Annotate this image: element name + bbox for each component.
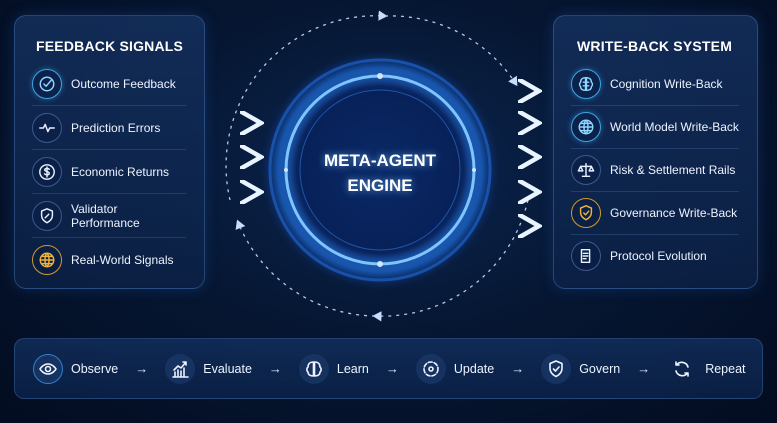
engine-glow [260, 50, 500, 290]
engine-title-line1: META-AGENT [323, 151, 437, 170]
list-item-cognition-write-back: Cognition Write-Back [571, 62, 739, 106]
globe-icon [32, 245, 62, 275]
item-label: Risk & Settlement Rails [610, 162, 736, 177]
engine-inner-ring [299, 89, 461, 251]
pulse-icon [32, 112, 62, 143]
list-item-economic-returns: Economic Returns [32, 150, 186, 194]
step-label: Learn [336, 361, 369, 376]
shield-check-icon [541, 353, 572, 384]
list-item-risk-settlement-rails: Risk & Settlement Rails [571, 148, 739, 192]
list-item-prediction-errors: Prediction Errors [32, 106, 186, 150]
arrow-right-icon: → [385, 361, 399, 376]
output-arrows [485, 91, 536, 226]
panel-title: FEEDBACK SIGNALS [36, 38, 184, 54]
list-item-protocol-evolution: Protocol Evolution [571, 234, 739, 278]
arrow-right-icon: → [268, 361, 282, 376]
shield-icon [32, 200, 62, 231]
item-label: Protocol Evolution [610, 249, 707, 263]
step-govern: Govern [541, 353, 621, 384]
panel-title: WRITE-BACK SYSTEM [577, 38, 733, 54]
write-back-system-panel: WRITE-BACK SYSTEM Cognition Write-Back W… [553, 15, 758, 289]
scales-icon [571, 154, 601, 185]
step-evaluate: Evaluate [165, 353, 252, 384]
item-label: World Model Write-Back [610, 119, 739, 134]
arrow-right-icon: → [135, 361, 149, 376]
brain-icon [298, 353, 329, 384]
item-label: Governance Write-Back [610, 205, 738, 220]
arrow-right-icon: → [511, 361, 525, 376]
engine-sparkles [284, 73, 476, 267]
item-label: Prediction Errors [71, 120, 161, 135]
item-label: Outcome Feedback [71, 76, 176, 91]
shield-check-icon [571, 197, 601, 228]
feedback-signals-panel: FEEDBACK SIGNALS Outcome Feedback Predic… [14, 15, 205, 289]
brain-icon [571, 68, 601, 99]
step-label: Govern [579, 361, 621, 376]
step-label: Observe [71, 361, 119, 376]
list-item-world-model-write-back: World Model Write-Back [571, 105, 739, 149]
cycle-dashed-ring [225, 10, 529, 322]
list-item-governance-write-back: Governance Write-Back [571, 191, 739, 235]
list-item-outcome-feedback: Outcome Feedback [32, 62, 186, 106]
list-item-validator-performance: Validator Performance [32, 194, 186, 238]
check-circle-icon [32, 68, 62, 99]
globe-icon [571, 111, 601, 142]
step-label: Repeat [705, 361, 746, 376]
item-label: Cognition Write-Back [610, 76, 723, 91]
document-icon [571, 241, 601, 271]
step-learn: Learn [298, 353, 369, 384]
item-label: Real-World Signals [71, 253, 174, 267]
list-item-real-world-signals: Real-World Signals [32, 238, 186, 282]
input-arrows [214, 123, 258, 192]
engine-title: META-AGENT ENGINE [280, 148, 480, 198]
step-label: Update [453, 361, 495, 376]
update-cycle-icon [415, 353, 446, 384]
refresh-icon [667, 354, 697, 384]
step-label: Evaluate [203, 361, 252, 376]
step-observe: Observe [33, 353, 119, 384]
item-label: Validator Performance [71, 201, 140, 230]
step-update: Update [415, 353, 495, 384]
dollar-icon [32, 156, 62, 187]
cycle-steps-bar: Observe → Evaluate → Learn → Update → Go… [14, 338, 763, 399]
chart-growth-icon [165, 353, 196, 384]
engine-outer-ring [268, 58, 492, 282]
arrow-right-icon: → [637, 361, 651, 376]
item-label: Economic Returns [71, 164, 170, 179]
step-repeat: Repeat [667, 354, 746, 384]
engine-title-line2: ENGINE [347, 176, 413, 195]
eye-icon [33, 353, 63, 384]
